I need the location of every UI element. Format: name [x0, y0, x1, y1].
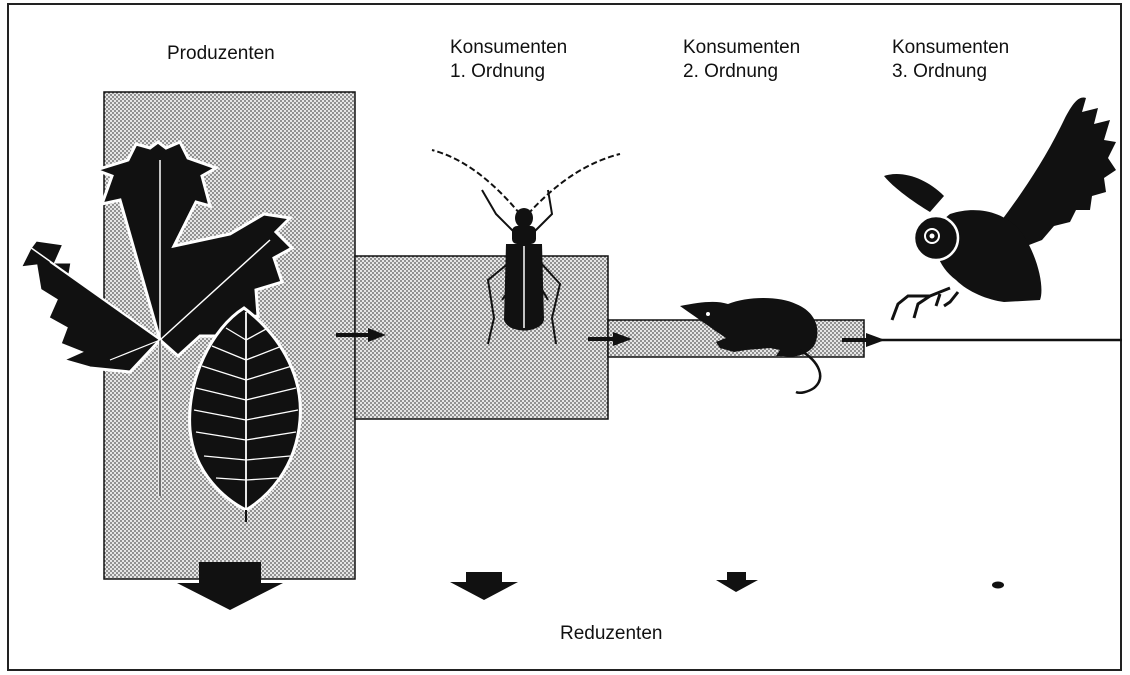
consumers3-label: Konsumenten 3. Ordnung [892, 36, 1009, 84]
decomposers-label: Reduzenten [560, 622, 662, 646]
consumers1-label-line2: 1. Ordnung [450, 60, 567, 84]
consumers1-energy-box [355, 256, 608, 419]
owl-icon [884, 98, 1116, 320]
producers-label-text: Produzenten [167, 42, 275, 66]
producers-label: Produzenten [167, 42, 275, 66]
reducer-arrow-consumers1 [450, 572, 518, 600]
consumers1-label: Konsumenten 1. Ordnung [450, 36, 567, 84]
decomposers-label-text: Reduzenten [560, 622, 662, 646]
consumers2-label-line2: 2. Ordnung [683, 60, 800, 84]
consumers1-label-line1: Konsumenten [450, 36, 567, 60]
consumers3-label-line1: Konsumenten [892, 36, 1009, 60]
reducer-arrow-consumers3 [992, 582, 1004, 589]
reducer-arrow-consumers2 [716, 572, 758, 592]
consumers2-label: Konsumenten 2. Ordnung [683, 36, 800, 84]
consumers2-label-line1: Konsumenten [683, 36, 800, 60]
consumers3-label-line2: 3. Ordnung [892, 60, 1009, 84]
